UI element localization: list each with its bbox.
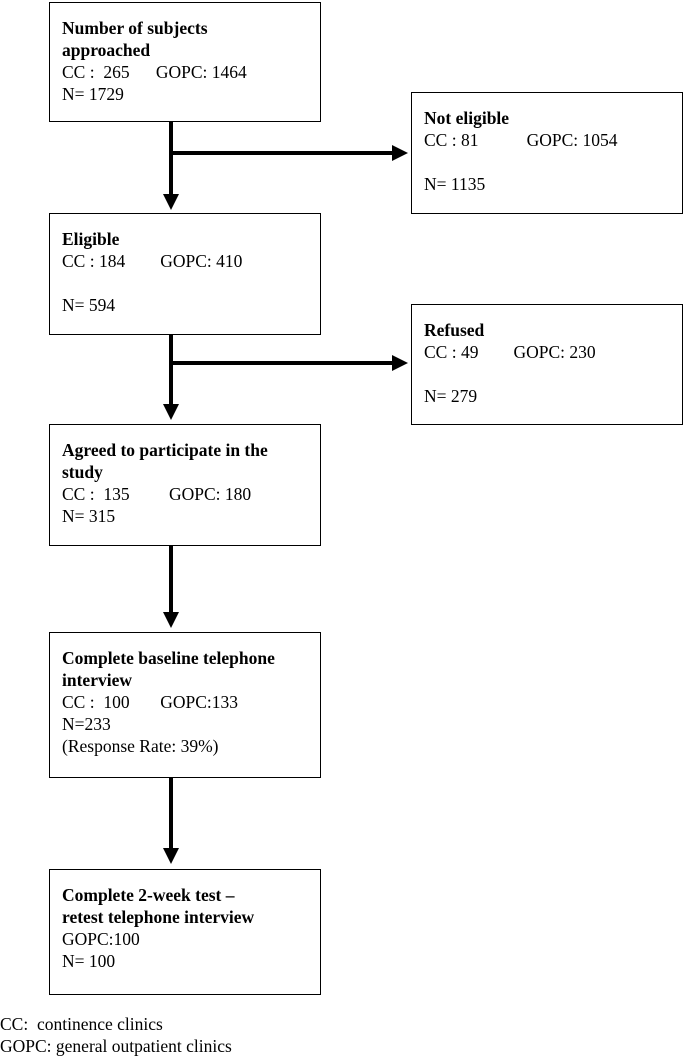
box-counts: CC : 100 GOPC:133 xyxy=(62,692,238,712)
box-title: Eligible xyxy=(62,229,120,249)
box-counts: CC : 265 GOPC: 1464 xyxy=(62,62,247,82)
box-total: N= 1729 xyxy=(62,84,124,104)
box-total: N= 594 xyxy=(62,295,116,315)
box-not-eligible: Not eligible CC : 81 GOPC: 1054 N= 1135 xyxy=(411,92,683,214)
box-title: Refused xyxy=(424,320,485,340)
box-title: Complete baseline telephone xyxy=(62,648,275,668)
box-title: Complete 2-week test – xyxy=(62,885,235,905)
box-total: N= 279 xyxy=(424,386,478,406)
box-title: Agreed to participate in the xyxy=(62,440,268,460)
box-title: interview xyxy=(62,670,132,690)
box-title: Not eligible xyxy=(424,108,510,128)
box-baseline-interview: Complete baseline telephone interview CC… xyxy=(49,632,321,778)
box-retest-interview: Complete 2-week test – retest telephone … xyxy=(49,869,321,995)
box-counts: GOPC:100 xyxy=(62,929,140,949)
box-eligible: Eligible CC : 184 GOPC: 410 N= 594 xyxy=(49,213,321,335)
box-title: study xyxy=(62,462,103,482)
box-agreed-to-participate: Agreed to participate in the study CC : … xyxy=(49,424,321,546)
box-total: N= 100 xyxy=(62,951,116,971)
box-counts: CC : 49 GOPC: 230 xyxy=(424,342,596,362)
box-title: approached xyxy=(62,40,151,60)
box-subjects-approached: Number of subjects approached CC : 265 G… xyxy=(49,2,321,122)
legend-gopc: GOPC: general outpatient clinics xyxy=(0,1036,232,1056)
box-counts: CC : 135 GOPC: 180 xyxy=(62,484,252,504)
box-counts: CC : 81 GOPC: 1054 xyxy=(424,130,618,150)
box-counts: CC : 184 GOPC: 410 xyxy=(62,251,243,271)
box-total: N=233 xyxy=(62,714,111,734)
legend-cc: CC: continence clinics xyxy=(0,1014,163,1034)
box-title: retest telephone interview xyxy=(62,907,255,927)
box-response-rate: (Response Rate: 39%) xyxy=(62,736,219,756)
box-title: Number of subjects xyxy=(62,18,208,38)
box-total: N= 315 xyxy=(62,506,116,526)
box-total: N= 1135 xyxy=(424,174,486,194)
box-refused: Refused CC : 49 GOPC: 230 N= 279 xyxy=(411,304,683,425)
